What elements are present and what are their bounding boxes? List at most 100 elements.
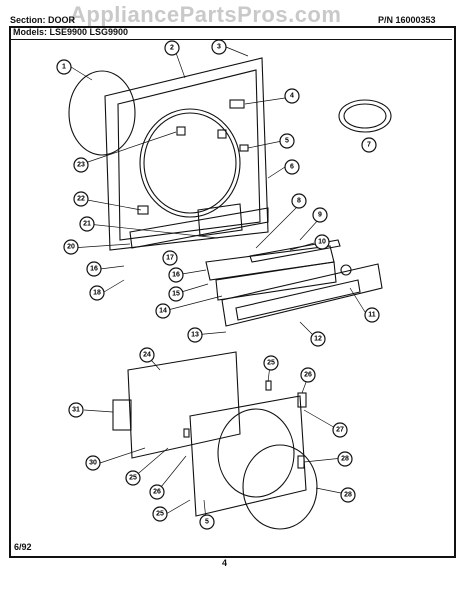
callout-25-left: 25 <box>125 470 141 486</box>
callout-4: 4 <box>284 88 300 104</box>
part-control-knob <box>340 264 352 276</box>
callout-label: 28 <box>341 456 349 463</box>
callout-13: 13 <box>187 327 203 343</box>
callout-22: 22 <box>73 191 89 207</box>
callout-label: 10 <box>318 239 326 246</box>
part-clip-right <box>239 144 249 152</box>
callout-label: 5 <box>205 519 209 526</box>
callout-16-right: 16 <box>168 267 184 283</box>
callout-8: 8 <box>291 193 307 209</box>
part-lower-frame <box>129 207 269 249</box>
part-control-console <box>221 263 383 327</box>
callout-label: 23 <box>77 162 85 169</box>
callout-label: 1 <box>62 64 66 71</box>
callout-1: 1 <box>56 59 72 75</box>
part-inner-door-recess <box>117 69 261 241</box>
callout-label: 31 <box>72 407 80 414</box>
part-wire-coil <box>338 99 392 133</box>
callout-label: 17 <box>166 255 174 262</box>
diagram-frame <box>9 26 456 558</box>
models-row <box>9 26 452 40</box>
callout-24: 24 <box>139 347 155 363</box>
part-screw-left <box>183 428 190 438</box>
models-label: Models: LSE9900 LSG9900 <box>13 27 129 37</box>
callout-6: 6 <box>284 159 300 175</box>
callout-label: 5 <box>285 138 289 145</box>
callout-label: 26 <box>304 372 312 379</box>
callout-27: 27 <box>332 422 348 438</box>
part-hinge-bracket <box>229 99 245 109</box>
callout-14: 14 <box>155 303 171 319</box>
callout-label: 25 <box>129 475 137 482</box>
callout-10: 10 <box>314 234 330 250</box>
callout-28-right: 28 <box>337 451 353 467</box>
callout-label: 16 <box>172 272 180 279</box>
callout-label: 13 <box>191 332 199 339</box>
callout-21: 21 <box>79 216 95 232</box>
part-hinge-lower <box>297 455 305 469</box>
callout-label: 15 <box>172 291 180 298</box>
callout-9: 9 <box>312 207 328 223</box>
callout-25-bottom: 25 <box>152 506 168 522</box>
callout-30: 30 <box>85 455 101 471</box>
callout-26-left: 26 <box>149 484 165 500</box>
callout-2: 2 <box>164 40 180 56</box>
callout-17: 17 <box>162 250 178 266</box>
leader-lines <box>70 46 366 521</box>
callout-label: 21 <box>83 221 91 228</box>
callout-label: 4 <box>290 93 294 100</box>
callout-26-right: 26 <box>300 367 316 383</box>
callout-label: 9 <box>318 212 322 219</box>
callout-23: 23 <box>73 157 89 173</box>
callout-12: 12 <box>310 331 326 347</box>
page-number: 4 <box>222 558 228 568</box>
section-title: Section: DOOR <box>10 15 76 25</box>
part-door-cover-disc <box>68 70 136 156</box>
callout-label: 6 <box>290 164 294 171</box>
callout-18: 18 <box>89 285 105 301</box>
callout-label: 25 <box>267 360 275 367</box>
part-hinge <box>297 392 307 408</box>
callout-3: 3 <box>211 39 227 55</box>
part-center-bracket <box>197 203 243 237</box>
part-number: P/N 16000353 <box>378 15 436 25</box>
part-gasket-ring <box>242 444 318 530</box>
part-hinge-bracket-lower <box>137 205 149 215</box>
callout-label: 26 <box>153 489 161 496</box>
part-board-rear <box>215 261 337 301</box>
part-door-handle <box>112 399 132 431</box>
callout-label: 12 <box>314 336 322 343</box>
part-inner-door-liner <box>127 351 241 459</box>
part-console-window <box>235 279 361 321</box>
callout-label: 2 <box>170 45 174 52</box>
part-door-opening-inner <box>143 112 237 214</box>
callout-label: 24 <box>143 352 151 359</box>
callout-label: 7 <box>367 142 371 149</box>
part-outer-door <box>189 395 307 517</box>
part-switch-clip <box>217 129 227 139</box>
footer-date: 6/92 <box>14 542 32 552</box>
callout-15: 15 <box>168 286 184 302</box>
part-outer-door-panel <box>104 57 269 251</box>
part-door-opening <box>139 108 241 218</box>
callout-28-lower: 28 <box>340 487 356 503</box>
callout-label: 22 <box>77 196 85 203</box>
callout-5-upper: 5 <box>279 133 295 149</box>
callout-20: 20 <box>63 239 79 255</box>
callout-11: 11 <box>364 307 380 323</box>
part-porthole-glass <box>217 408 295 498</box>
part-trim-strip <box>249 239 341 263</box>
part-wire-coil-inner <box>343 103 387 129</box>
part-clip <box>176 126 186 136</box>
callout-25-top: 25 <box>263 355 279 371</box>
callout-label: 18 <box>93 290 101 297</box>
callout-label: 3 <box>217 44 221 51</box>
part-screw <box>265 380 272 391</box>
callout-31: 31 <box>68 402 84 418</box>
callout-label: 14 <box>159 308 167 315</box>
callout-label: 16 <box>90 266 98 273</box>
callout-label: 25 <box>156 511 164 518</box>
callout-label: 20 <box>67 244 75 251</box>
callout-7: 7 <box>361 137 377 153</box>
